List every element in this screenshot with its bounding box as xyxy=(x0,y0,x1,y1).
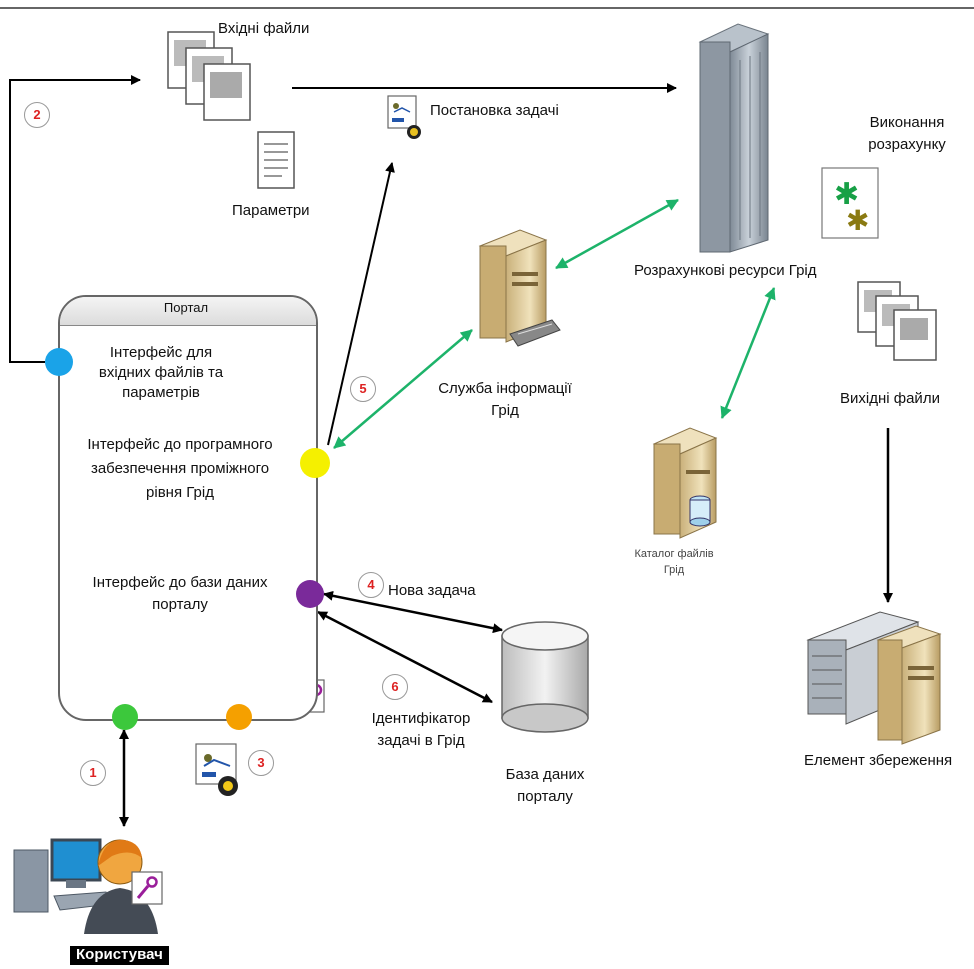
iface-db-line1: Інтерфейс до бази даних xyxy=(92,574,268,591)
portal-title: Портал xyxy=(163,300,209,315)
compute-resources-label: Розрахункові ресурси Грід xyxy=(634,262,817,279)
file-catalog-server-icon xyxy=(652,427,718,539)
iface-input-line2: вхідних файлів та xyxy=(98,364,224,381)
step-4-badge: 4 xyxy=(358,572,384,598)
portal-db-label-line2: порталу xyxy=(517,788,573,805)
user-label: Користувач xyxy=(70,946,169,965)
arrow-step2 xyxy=(9,75,141,363)
task-id-label-line1: Ідентифікатор xyxy=(371,710,471,727)
interface-cert-dot xyxy=(226,704,252,730)
new-task-label: Нова задача xyxy=(388,582,476,599)
step-5-badge: 5 xyxy=(350,376,376,402)
compute-resources-icon xyxy=(698,23,770,253)
output-files-icon xyxy=(857,281,937,361)
execution-label-line1: Виконання xyxy=(869,114,945,131)
iface-middleware-line1: Інтерфейс до програмного xyxy=(87,436,273,453)
svg-text:✱: ✱ xyxy=(834,177,859,212)
portal-database-icon xyxy=(501,621,589,733)
interface-middleware-dot xyxy=(300,448,330,478)
interface-user-dot xyxy=(112,704,138,730)
parameters-label: Параметри xyxy=(232,202,310,219)
iface-input-line3: параметрів xyxy=(122,384,200,401)
iface-input-line1: Інтерфейс для xyxy=(109,344,213,361)
task-setup-icon xyxy=(387,95,421,139)
arrow-step5 xyxy=(327,162,395,446)
iface-db-line2: порталу xyxy=(152,596,208,613)
portal-header xyxy=(60,297,316,326)
step-1-badge: 1 xyxy=(80,760,106,786)
interface-db-dot xyxy=(296,580,324,608)
step-2-badge: 2 xyxy=(24,102,50,128)
portal-box xyxy=(58,295,318,721)
file-catalog-label-line1: Каталог файлів xyxy=(634,548,714,560)
step-6-badge: 6 xyxy=(382,674,408,700)
interface-input-dot xyxy=(45,348,73,376)
arrow-catalog-grid xyxy=(720,287,776,419)
storage-element-label: Елемент збереження xyxy=(804,752,953,769)
info-service-label-line2: Грід xyxy=(491,402,519,419)
certificate-icon xyxy=(195,743,238,796)
file-catalog-label-line2: Грід xyxy=(663,564,685,576)
output-files-label: Вихідні файли xyxy=(840,390,940,407)
task-id-label-line2: задачі в Грід xyxy=(377,732,465,749)
iface-middleware-line3: рівня Грід xyxy=(146,484,214,501)
parameters-icon xyxy=(257,131,295,189)
arrow-info-grid xyxy=(555,198,679,270)
portal-db-label-line1: База даних xyxy=(505,766,585,783)
step-3-badge: 3 xyxy=(248,750,274,776)
info-service-label-line1: Служба інформації xyxy=(438,380,572,397)
user-workstation-icon xyxy=(13,838,163,934)
input-files-label: Вхідні файли xyxy=(218,20,310,37)
storage-element-icon xyxy=(806,611,942,745)
task-setup-label: Постановка задачі xyxy=(430,102,559,119)
iface-middleware-line2: забезпечення проміжного xyxy=(90,460,270,477)
execution-label-line2: розрахунку xyxy=(868,136,946,153)
input-files-icon xyxy=(167,31,251,121)
arrow-info-middleware xyxy=(333,329,473,449)
execution-icon: ✱ ✱ xyxy=(821,167,879,239)
info-service-server-icon xyxy=(478,229,561,347)
arrow-step6 xyxy=(317,610,493,704)
svg-text:✱: ✱ xyxy=(846,204,869,237)
